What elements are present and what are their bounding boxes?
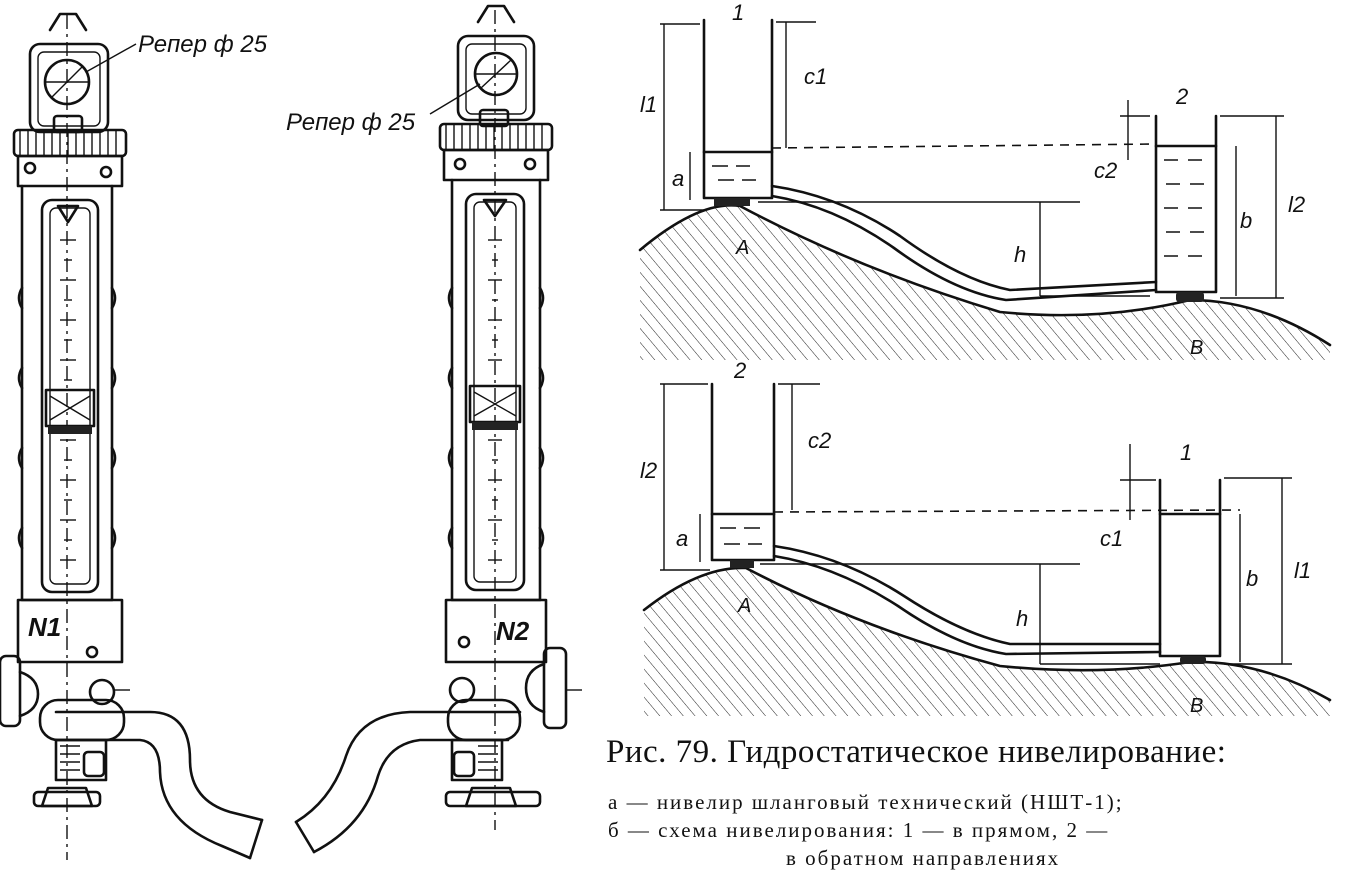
top-dim-l-right: l2 [1288,192,1305,217]
knurled-ring-1 [12,128,128,158]
hose-bottom [772,544,1162,646]
device-number-2: N2 [496,616,530,646]
top-dim-c-right: c2 [1094,158,1117,183]
top-vessel-left-label: 1 [732,0,744,25]
bottom-dim-c-left: c2 [808,428,831,453]
figure-caption-line-a: а — нивелир шланговый технический (НШТ-1… [608,790,1124,814]
bottom-dim-l-left: l2 [640,458,657,483]
glass-tube-2 [464,192,526,592]
bottom-dim-b: b [1246,566,1258,591]
side-knob-1 [0,654,22,728]
vessel-left-top [702,18,774,200]
level-device-1 [0,12,264,860]
top-dim-b: b [1240,208,1252,233]
side-knob-2 [542,646,568,730]
figure-caption-line-c: в обратном направлениях [786,846,1061,870]
knurled-ring-2 [438,122,554,152]
reper-leader-2 [429,83,481,115]
device-number-1: N1 [28,612,61,642]
bottom-dim-l-right: l1 [1294,558,1311,583]
bottom-dim-a: a [676,526,688,551]
hose-top [770,184,1158,292]
bottom-point-b: B [1190,695,1203,717]
top-dim-l-left: l1 [640,92,657,117]
reper-label-2: Репер ф 25 [286,109,416,136]
hose-2 [294,710,522,824]
top-point-a: A [735,237,749,259]
ground-profile-top [640,205,1330,360]
scheme-forward [638,18,1332,360]
bottom-dim-h: h [1016,606,1028,631]
level-device-2 [294,4,582,854]
glass-tube-1 [40,198,100,594]
vessel-left-bottom [710,382,776,562]
vessel-right-top [1154,114,1218,294]
reper-leader-1 [85,43,137,73]
top-dim-h: h [1014,242,1026,267]
figure-caption-line-b: б — схема нивелирования: 1 — в прямом, 2… [608,818,1110,842]
ground-profile-bottom [644,567,1330,716]
scheme-reverse [642,382,1332,716]
reper-label-1: Репер ф 25 [138,31,268,58]
top-dim-a: a [672,166,684,191]
hose-1 [54,710,264,822]
bottom-vessel-right-label: 1 [1180,440,1192,465]
bottom-point-a: A [737,595,751,617]
top-dim-c-left: c1 [804,64,827,89]
vessel-right-bottom [1158,478,1222,658]
bottom-dim-c-right: c1 [1100,526,1123,551]
bottom-vessel-left-label: 2 [733,358,746,383]
top-point-b: B [1190,337,1203,359]
figure-caption-title: Рис. 79. Гидростатическое нивелирование: [606,734,1227,770]
top-vessel-right-label: 2 [1175,84,1188,109]
